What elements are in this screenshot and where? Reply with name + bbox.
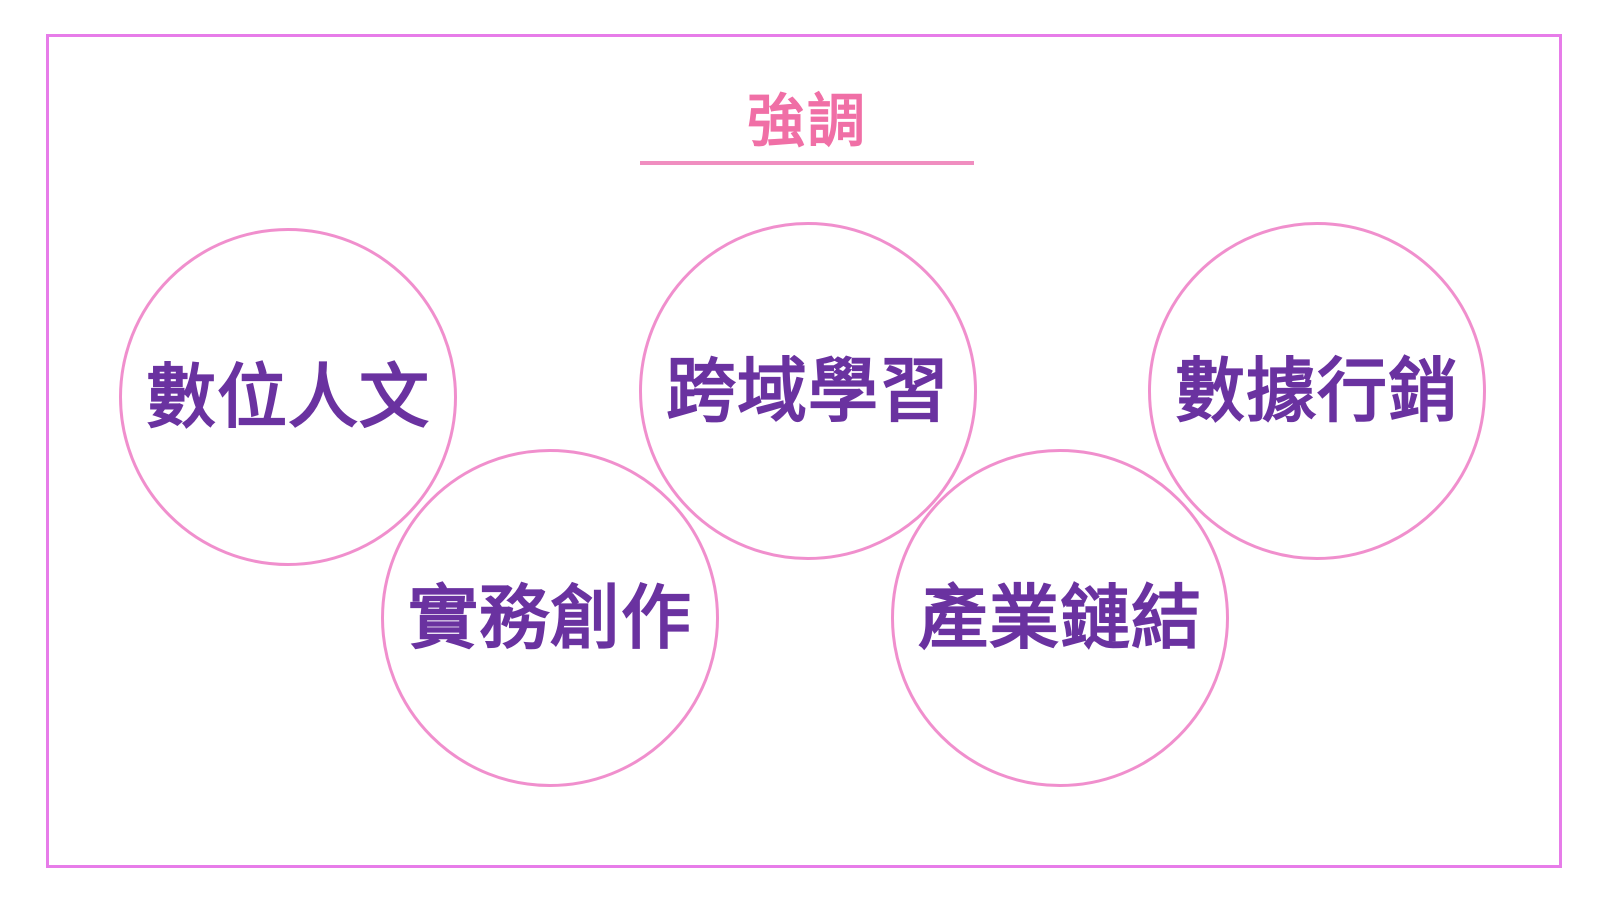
circle-label: 數據行銷	[1175, 350, 1459, 432]
circle-label: 實務創作	[408, 577, 692, 659]
circle-label: 數位人文	[146, 356, 430, 438]
circle-node-practical-creation: 實務創作	[381, 449, 719, 787]
slide-frame	[46, 34, 1562, 868]
circle-node-data-marketing: 數據行銷	[1148, 222, 1486, 560]
circle-node-interdisciplinary-learning: 跨域學習	[639, 222, 977, 560]
circle-node-industry-link: 產業鏈結	[891, 449, 1229, 787]
circle-label: 跨域學習	[666, 350, 950, 432]
circle-node-digital-humanities: 數位人文	[119, 228, 457, 566]
title-underline	[640, 161, 974, 165]
circle-label: 產業鏈結	[918, 577, 1202, 659]
slide-title: 強調	[746, 87, 867, 155]
